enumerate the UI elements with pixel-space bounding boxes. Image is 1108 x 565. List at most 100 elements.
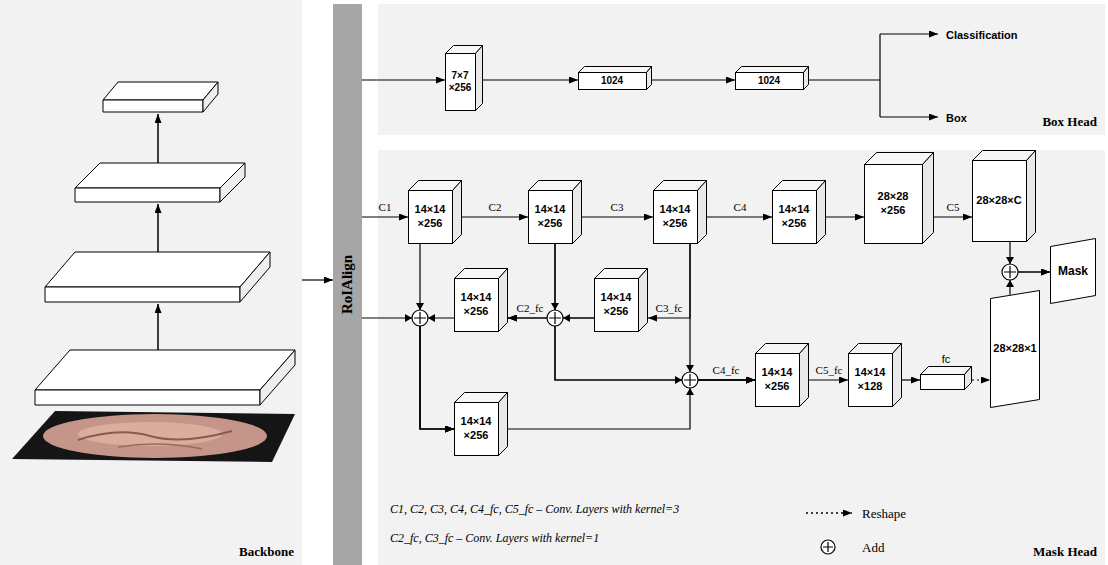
panel-title: Backbone <box>239 544 294 560</box>
connector-arrow <box>902 379 920 380</box>
box-side-face <box>476 46 483 111</box>
roialign-bar: RoIAlign <box>333 4 362 565</box>
box-heading: fc <box>942 353 951 365</box>
output-branch-line <box>879 34 880 117</box>
endoscopy-fold <box>118 444 202 449</box>
box-side-face <box>893 344 902 407</box>
feature-map-box: 14×14 ×256 <box>755 343 809 407</box>
text-area: Mask <box>1050 246 1096 296</box>
legend-add-sample <box>821 540 835 554</box>
feature-slab-side <box>203 82 218 112</box>
endoscopy-image <box>43 414 267 458</box>
edge-label: C4_fc <box>711 364 742 377</box>
output-branch-line <box>809 79 880 80</box>
box-label: 14×14 ×128 <box>850 366 890 394</box>
connector-arrow <box>652 79 735 80</box>
box-label: 1024 <box>601 75 623 88</box>
edge-label-holder: C3_fc <box>654 298 685 316</box>
feature-map-box: 28×28 ×256 <box>864 152 934 244</box>
add-circle <box>412 310 428 326</box>
add-symbol <box>1002 257 1018 287</box>
add-input-head <box>428 314 435 322</box>
box-front-face <box>773 191 817 244</box>
add-input-head <box>1006 280 1014 287</box>
text-area: 14×14 ×256 <box>454 278 498 332</box>
box-front-face <box>446 54 476 111</box>
legend-item: Add <box>862 538 884 556</box>
feature-slab-top <box>75 163 245 188</box>
feature-map-box: 7×7 ×256 <box>445 45 483 111</box>
legend-text: Add <box>862 540 884 556</box>
edge-label-holder: C3 <box>609 197 626 215</box>
add-input-head <box>686 365 694 372</box>
box-top-face <box>921 367 972 375</box>
box-label: 7×7 ×256 <box>447 70 473 95</box>
box-front-face <box>921 375 965 390</box>
pyramid-arrow <box>157 304 159 350</box>
note-text: C1, C2, C3, C4, C4_fc, C5_fc – Conv. Lay… <box>390 502 679 517</box>
box-front-face <box>654 191 698 244</box>
reshape-connector <box>972 379 990 380</box>
feature-slab-front <box>45 287 240 302</box>
feature-slab-front <box>75 188 220 202</box>
feature-map-box: 14×14 ×256 <box>653 180 707 244</box>
feature-slab-front <box>103 100 203 112</box>
module-panel: Backbone <box>0 0 302 565</box>
add-plus <box>823 542 833 552</box>
edge-label: C3 <box>609 201 626 214</box>
connector-arrow <box>420 244 454 429</box>
box-label: 28×28×C <box>976 194 1021 208</box>
add-input-head <box>405 314 412 322</box>
output-arrow <box>880 33 938 34</box>
box-side-face <box>698 181 707 244</box>
feature-slab-top <box>35 350 295 390</box>
add-input-head <box>1006 257 1014 264</box>
box-side-face <box>1027 151 1036 242</box>
add-input-head <box>686 388 694 395</box>
box-label: 14×14 ×256 <box>655 203 695 231</box>
add-circle <box>1002 264 1018 280</box>
box-label: 14×14 ×256 <box>774 203 814 231</box>
add-input-head <box>675 376 682 384</box>
box-top-face <box>865 153 934 165</box>
text-area: 14×14 ×256 <box>755 353 799 407</box>
connector-arrow <box>302 279 333 280</box>
feature-slab-side <box>220 163 245 202</box>
box-side-face <box>965 367 972 390</box>
box-outline <box>920 366 973 391</box>
add-input-head <box>551 303 559 310</box>
box-label: 1024 <box>758 75 780 88</box>
heading-area: fc <box>920 349 972 367</box>
label-holder: Box <box>946 108 967 126</box>
backbone-panel-fill <box>0 0 302 565</box>
feature-map-box: 14×14 ×256 <box>408 180 462 244</box>
text-area: 28×28×C <box>972 160 1026 242</box>
add-plus <box>549 312 561 324</box>
add-input-head <box>563 314 570 322</box>
connector-arrow <box>648 244 690 318</box>
text-area: 14×14 ×256 <box>408 190 452 244</box>
panel-title: Box Head <box>1042 114 1097 130</box>
plane-face <box>991 291 1040 408</box>
box-front-face <box>455 403 499 456</box>
module-panel: Box Head 7×7 ×256 1024 1024 <box>378 4 1105 135</box>
endoscopy-image-frame <box>12 411 295 462</box>
text-area: 14×14 ×256 <box>772 190 816 244</box>
box-label: Mask <box>1058 264 1088 279</box>
box-side-face <box>639 269 648 332</box>
label-holder: C1, C2, C3, C4, C4_fc, C5_fc – Conv. Lay… <box>390 499 679 517</box>
edge-label-holder: C5_fc <box>814 360 845 378</box>
box-side-face <box>499 393 508 456</box>
box-top-face <box>973 151 1036 161</box>
feature-map-box: 14×14 ×256 <box>772 180 826 244</box>
text-area: 1024 <box>578 72 646 90</box>
pyramid-arrow <box>157 114 159 163</box>
box-front-face <box>455 279 499 332</box>
text-area: 28×28 ×256 <box>864 164 922 244</box>
add-input-head <box>416 303 424 310</box>
edge-label: C4 <box>732 201 749 214</box>
edge-label-holder: C4_fc <box>711 360 742 378</box>
connector-arrow <box>362 318 454 429</box>
box-front-face <box>579 73 647 90</box>
box-side-face <box>453 181 462 244</box>
